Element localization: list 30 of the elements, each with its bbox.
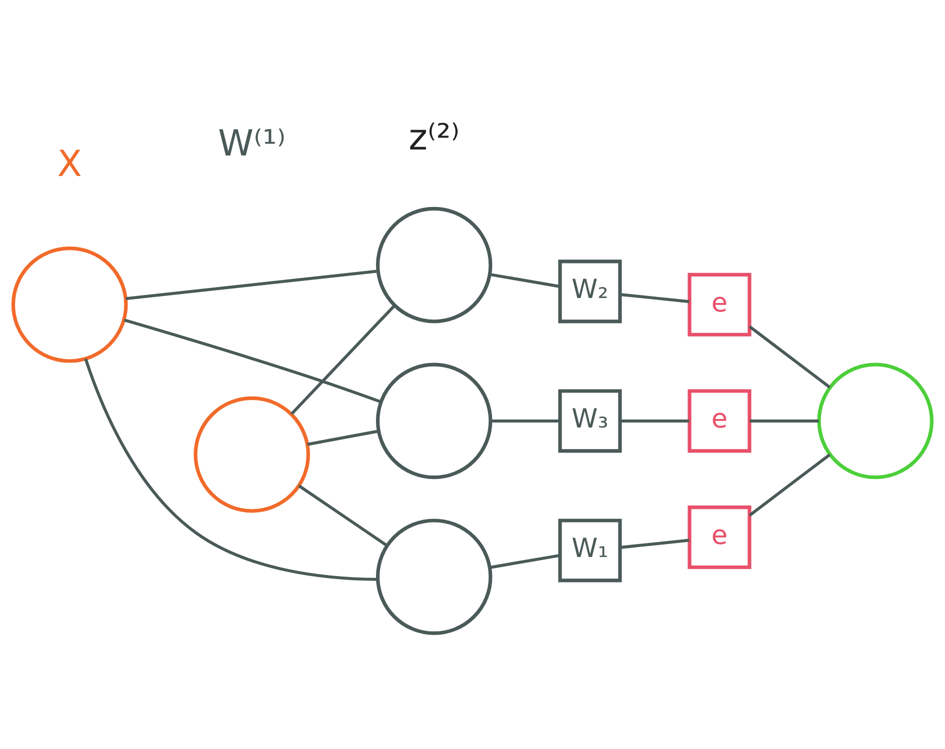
connector (620, 292, 690, 304)
node-box: W₂ (558, 260, 622, 324)
connector (126, 270, 378, 300)
node-box: W₃ (558, 389, 622, 453)
connector (124, 318, 382, 404)
node-circle (376, 518, 492, 635)
connector (84, 358, 378, 581)
node-box: e (688, 506, 752, 570)
connector (290, 304, 396, 415)
connector (307, 430, 379, 446)
node-circle (11, 246, 128, 363)
node-circle (817, 362, 934, 480)
node-box: W₁ (558, 518, 622, 582)
node-circle (376, 206, 492, 324)
node-box: e (688, 272, 752, 336)
node-circle (194, 396, 310, 513)
node-box: e (688, 389, 752, 453)
connector (750, 419, 819, 422)
connector (620, 419, 690, 422)
node-circle (376, 362, 492, 480)
connector (490, 554, 560, 569)
connector (748, 453, 831, 517)
connector (490, 272, 560, 288)
connector (298, 484, 388, 547)
label: z⁽²⁾ (408, 117, 460, 158)
connector (620, 538, 690, 549)
connector (748, 325, 831, 388)
label: W⁽¹⁾ (218, 123, 286, 164)
connector (490, 419, 560, 422)
label: X (57, 144, 82, 185)
